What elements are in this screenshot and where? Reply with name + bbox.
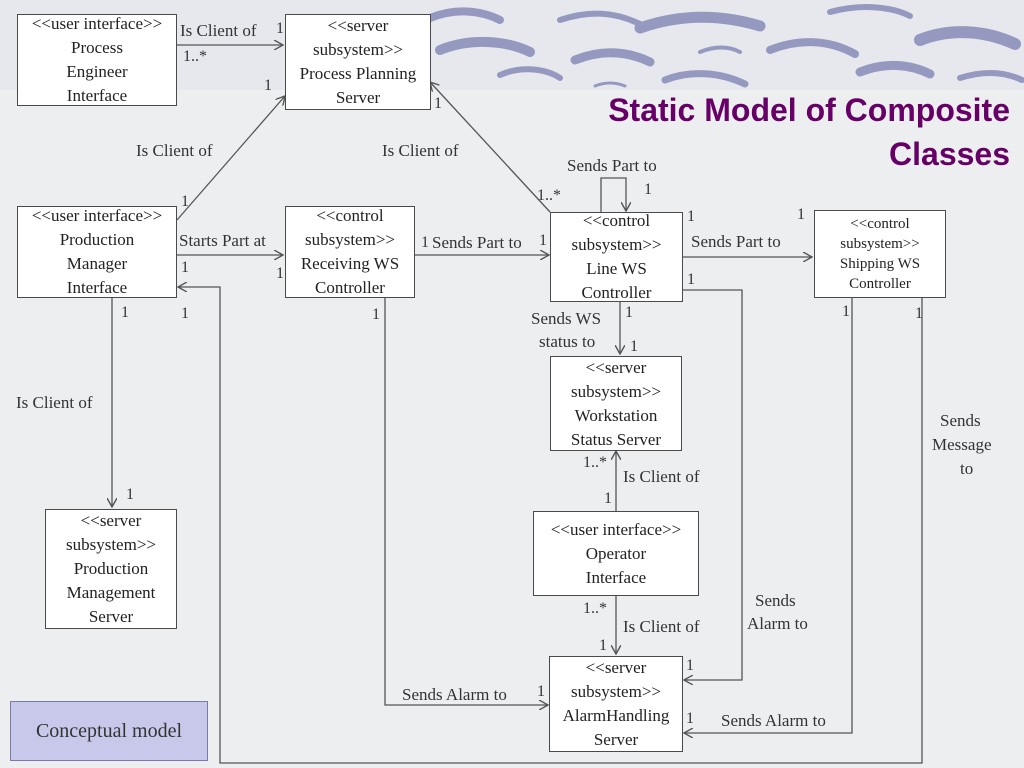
multiplicity: 1: [687, 208, 695, 225]
multiplicity: 1: [797, 206, 805, 223]
label-pmi-client-of-pms: Is Client of: [16, 393, 93, 412]
label-sends-message-line1: Sends: [940, 411, 981, 430]
alarm-handling-server-box[interactable]: <<server subsystem>> AlarmHandling Serve…: [549, 656, 683, 752]
workstation-status-server-box[interactable]: <<server subsystem>> Workstation Status …: [550, 356, 682, 451]
label-sends-ws-status-line2: status to: [539, 332, 596, 351]
multiplicity: 1..*: [537, 187, 561, 204]
edge-lwc-ahs: [683, 289, 743, 680]
edge-lwc-self: [600, 177, 626, 212]
label-sends-message-line2: Message: [932, 435, 992, 454]
edge-swc-ahs: [684, 298, 853, 733]
multiplicity: 1: [686, 657, 694, 674]
multiplicity: 1: [599, 637, 607, 654]
multiplicity: 1: [687, 271, 695, 288]
multiplicity: 1: [264, 77, 272, 94]
multiplicity: 1: [686, 710, 694, 727]
multiplicity: 1: [915, 305, 923, 322]
multiplicity: 1: [181, 193, 189, 210]
multiplicity: 1: [126, 486, 134, 503]
slide-title: Static Model of Composite Classes: [608, 92, 1010, 172]
multiplicity: 1: [644, 181, 652, 198]
label-starts-part-at: Starts Part at: [179, 231, 266, 250]
label-lwc-client-of-pps: Is Client of: [382, 141, 459, 160]
label-sends-message-line3: to: [960, 459, 974, 478]
label-sends-ws-status-line1: Sends WS: [531, 309, 602, 328]
label-lwc-sends-alarm-line2: Alarm to: [747, 614, 808, 633]
multiplicity: 1: [539, 232, 547, 249]
edge-lwc-pps: [430, 82, 551, 213]
shipping-ws-controller-box[interactable]: <<control subsystem>> Shipping WS Contro…: [814, 210, 946, 298]
operator-interface-box[interactable]: <<user interface>> Operator Interface: [533, 511, 699, 596]
multiplicity: 1: [434, 95, 442, 112]
label-swc-sends-alarm-to: Sends Alarm to: [721, 711, 826, 730]
edge-pmi-pps: [176, 96, 285, 221]
conceptual-model-label: Conceptual model: [10, 701, 208, 761]
multiplicity: 1: [181, 259, 189, 276]
multiplicity: 1: [537, 683, 545, 700]
edge-rwc-ahs: [384, 298, 548, 705]
multiplicity: 1: [372, 306, 380, 323]
multiplicity: 1..*: [183, 48, 207, 65]
multiplicity: 1: [604, 490, 612, 507]
production-manager-interface-box[interactable]: <<user interface>> Production Manager In…: [17, 206, 177, 298]
multiplicity: 1: [276, 20, 284, 37]
label-lwc-sends-part-to: Sends Part to: [691, 232, 781, 251]
label-rwc-sends-alarm-to: Sends Alarm to: [402, 685, 507, 704]
label-self-sends-part-to: Sends Part to: [567, 156, 657, 175]
process-planning-server-box[interactable]: <<server subsystem>> Process Planning Se…: [285, 14, 431, 110]
multiplicity: 1: [276, 265, 284, 282]
multiplicity: 1: [421, 234, 429, 251]
label-pei-client-of: Is Client of: [180, 21, 257, 40]
production-management-server-box[interactable]: <<server subsystem>> Production Manageme…: [45, 509, 177, 629]
multiplicity: 1: [630, 338, 638, 355]
label-opi-client-of-wss: Is Client of: [623, 467, 700, 486]
label-lwc-sends-alarm-line1: Sends: [755, 591, 796, 610]
multiplicity: 1..*: [583, 600, 607, 617]
multiplicity: 1: [625, 304, 633, 321]
edge-swc-pmi: [178, 287, 923, 764]
multiplicity: 1..*: [583, 454, 607, 471]
line-ws-controller-box[interactable]: <<control subsystem>> Line WS Controller: [550, 211, 683, 302]
label-pmi-client-of-pps: Is Client of: [136, 141, 213, 160]
receiving-ws-controller-box[interactable]: <<control subsystem>> Receiving WS Contr…: [285, 206, 415, 298]
label-opi-client-of-ahs: Is Client of: [623, 617, 700, 636]
multiplicity: 1: [842, 303, 850, 320]
multiplicity: 1: [121, 304, 129, 321]
process-engineer-interface-box[interactable]: <<user interface>> Process Engineer Inte…: [17, 14, 177, 106]
label-rwc-sends-part-to: Sends Part to: [432, 233, 522, 252]
multiplicity: 1: [181, 305, 189, 322]
